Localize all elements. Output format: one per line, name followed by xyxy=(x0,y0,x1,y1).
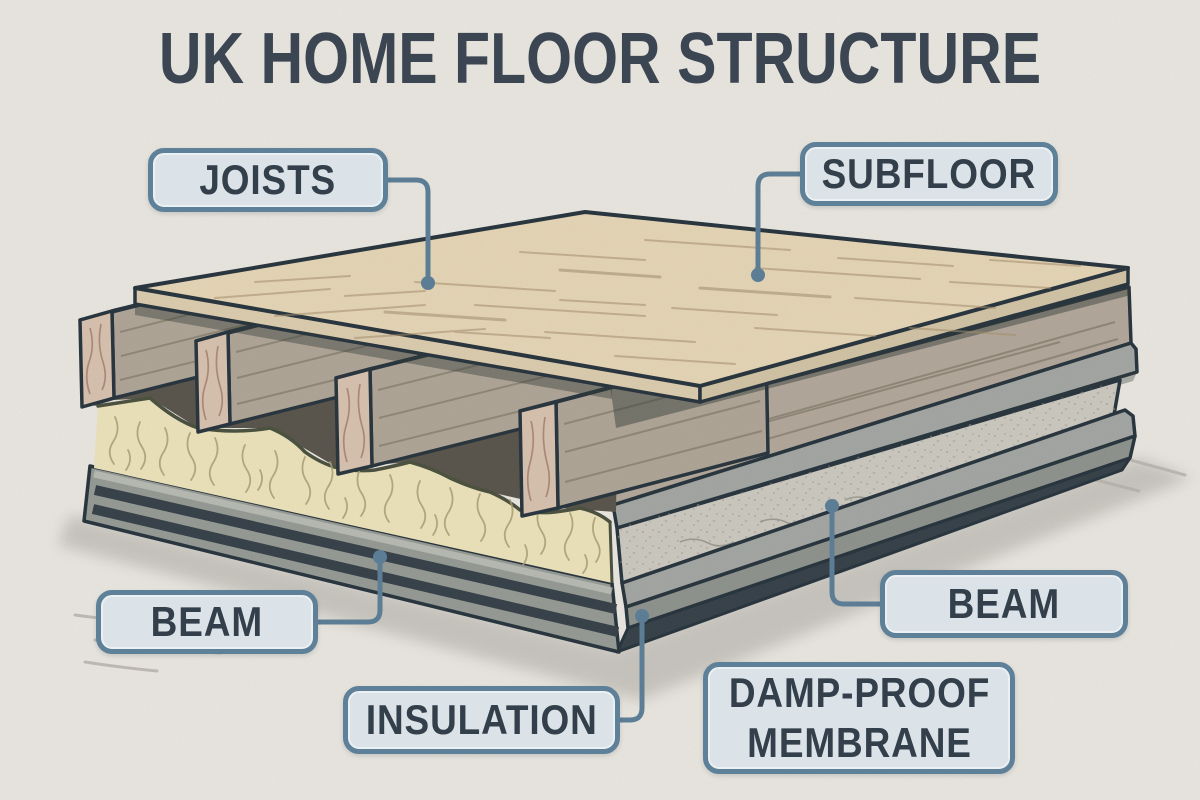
label-insulation: INSULATION xyxy=(343,686,620,754)
label-beam-right: BEAM xyxy=(880,570,1128,638)
label-damp-proof-membrane: DAMP-PROOF MEMBRANE xyxy=(703,662,1015,774)
diagram-title: UK HOME FLOOR STRUCTURE xyxy=(158,19,1042,99)
label-subfloor: SUBFLOOR xyxy=(800,142,1058,206)
label-dpm-line2: MEMBRANE xyxy=(746,719,972,766)
label-beam-left: BEAM xyxy=(96,590,318,654)
label-joists: JOISTS xyxy=(148,148,388,212)
label-dpm-line1: DAMP-PROOF xyxy=(728,669,990,717)
